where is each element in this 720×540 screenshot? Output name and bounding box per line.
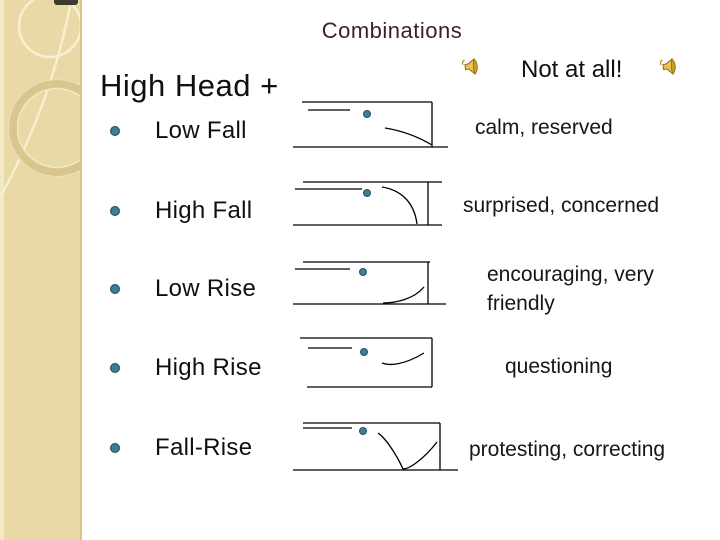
meaning-text: encouraging, very friendly bbox=[487, 263, 654, 315]
speaker-icon[interactable] bbox=[659, 56, 679, 77]
bullet-icon bbox=[110, 284, 120, 294]
sidebar-edge-highlight bbox=[0, 0, 4, 540]
intonation-diagram-low-fall bbox=[288, 98, 460, 154]
meaning-text: protesting, correcting bbox=[469, 438, 666, 461]
meaning-text: calm, reserved bbox=[475, 116, 613, 139]
tone-label-low-fall: Low Fall bbox=[155, 117, 247, 144]
intonation-diagram-low-rise bbox=[288, 259, 460, 315]
bullet-icon bbox=[110, 126, 120, 136]
example-phrase: Not at all! bbox=[521, 56, 623, 83]
slide-title: Combinations bbox=[321, 18, 463, 43]
top-edge-artifact bbox=[54, 0, 78, 5]
tone-label-high-fall: High Fall bbox=[155, 197, 253, 224]
tone-label-low-rise: Low Rise bbox=[155, 275, 257, 302]
bullet-icon bbox=[110, 363, 120, 373]
tone-label-fall-rise: Fall-Rise bbox=[155, 434, 253, 461]
speaker-icon[interactable] bbox=[461, 56, 481, 77]
meaning-text: questioning bbox=[505, 355, 613, 378]
meaning-text: surprised, concerned bbox=[463, 194, 660, 217]
bullet-icon bbox=[110, 443, 120, 453]
sidebar-decoration bbox=[0, 0, 82, 540]
intonation-diagram-high-rise bbox=[288, 335, 460, 391]
intonation-diagram-high-fall bbox=[288, 179, 460, 235]
tone-label-high-rise: High Rise bbox=[155, 354, 262, 381]
heading-high-head: High Head + bbox=[100, 68, 279, 103]
intonation-diagram-fall-rise bbox=[288, 420, 460, 476]
bullet-icon bbox=[110, 206, 120, 216]
sidebar-circles-ornament bbox=[0, 0, 80, 201]
